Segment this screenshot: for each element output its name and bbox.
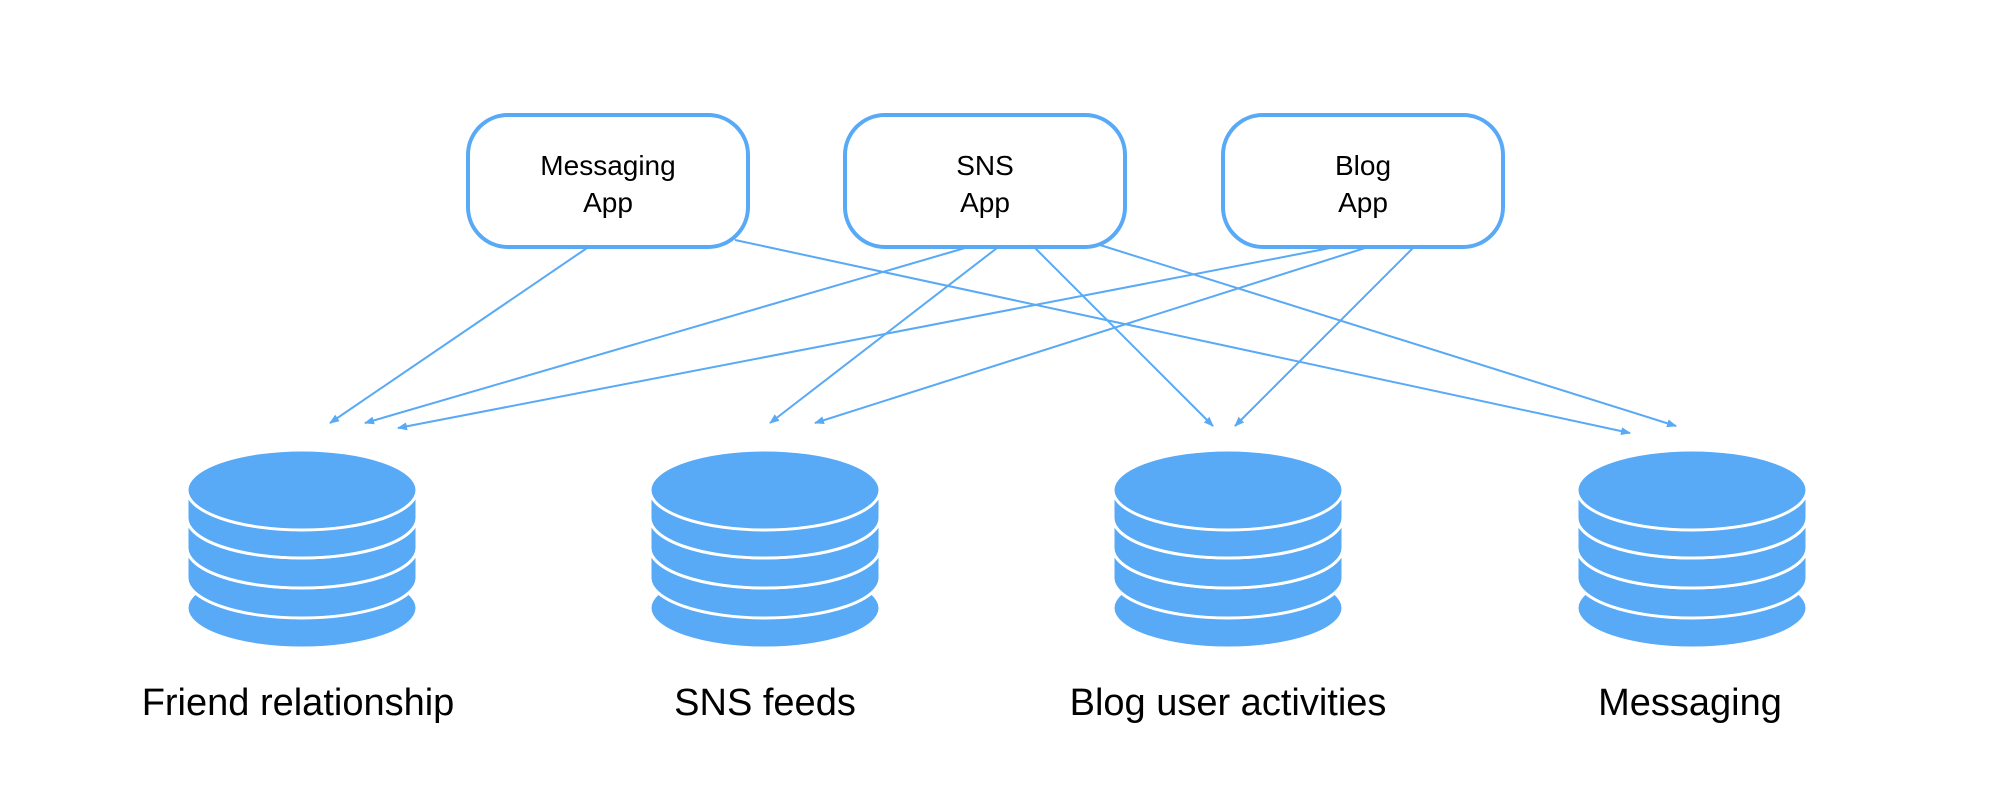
app-box-blog: Blog App xyxy=(1221,113,1505,249)
app-label-sns-line2: App xyxy=(960,187,1010,218)
app-box-blog-frame xyxy=(1221,113,1505,249)
app-label-blog-line1: Blog xyxy=(1335,150,1391,181)
arrow-messaging-app-to-friend-relationship xyxy=(329,247,588,424)
arrow-blog-app-to-friend-relationship xyxy=(397,247,1331,431)
arrow-sns-app-to-friend-relationship xyxy=(364,247,966,425)
connections xyxy=(329,239,1677,436)
database-icon xyxy=(648,448,882,650)
app-box-messaging-frame xyxy=(466,113,750,249)
arrow-blog-app-to-sns-feeds xyxy=(814,247,1366,425)
arrow-sns-app-to-messaging xyxy=(1099,244,1677,428)
database-blog-user-activities xyxy=(1111,448,1345,650)
app-label-messaging-line2: App xyxy=(583,187,633,218)
database-messaging xyxy=(1575,448,1809,650)
app-label-messaging-line1: Messaging xyxy=(540,150,675,181)
app-box-sns: SNS App xyxy=(843,113,1127,249)
app-box-sns-frame xyxy=(843,113,1127,249)
arrow-sns-app-to-sns-feeds xyxy=(769,247,998,424)
database-friend-relationship xyxy=(185,448,419,650)
database-label-messaging: Messaging xyxy=(1598,682,1782,724)
database-icon xyxy=(1575,448,1809,650)
database-label-friend-relationship: Friend relationship xyxy=(142,682,455,724)
database-sns-feeds xyxy=(648,448,882,650)
arrow-blog-app-to-blog-user-activities xyxy=(1234,247,1414,427)
database-label-sns-feeds: SNS feeds xyxy=(674,682,856,724)
database-label-blog-user-activities: Blog user activities xyxy=(1070,682,1387,724)
app-box-messaging: Messaging App xyxy=(466,113,750,249)
arrow-sns-app-to-blog-user-activities xyxy=(1034,247,1214,427)
database-icon xyxy=(185,448,419,650)
app-label-blog-line2: App xyxy=(1338,187,1388,218)
app-label-sns-line1: SNS xyxy=(956,150,1014,181)
database-icon xyxy=(1111,448,1345,650)
